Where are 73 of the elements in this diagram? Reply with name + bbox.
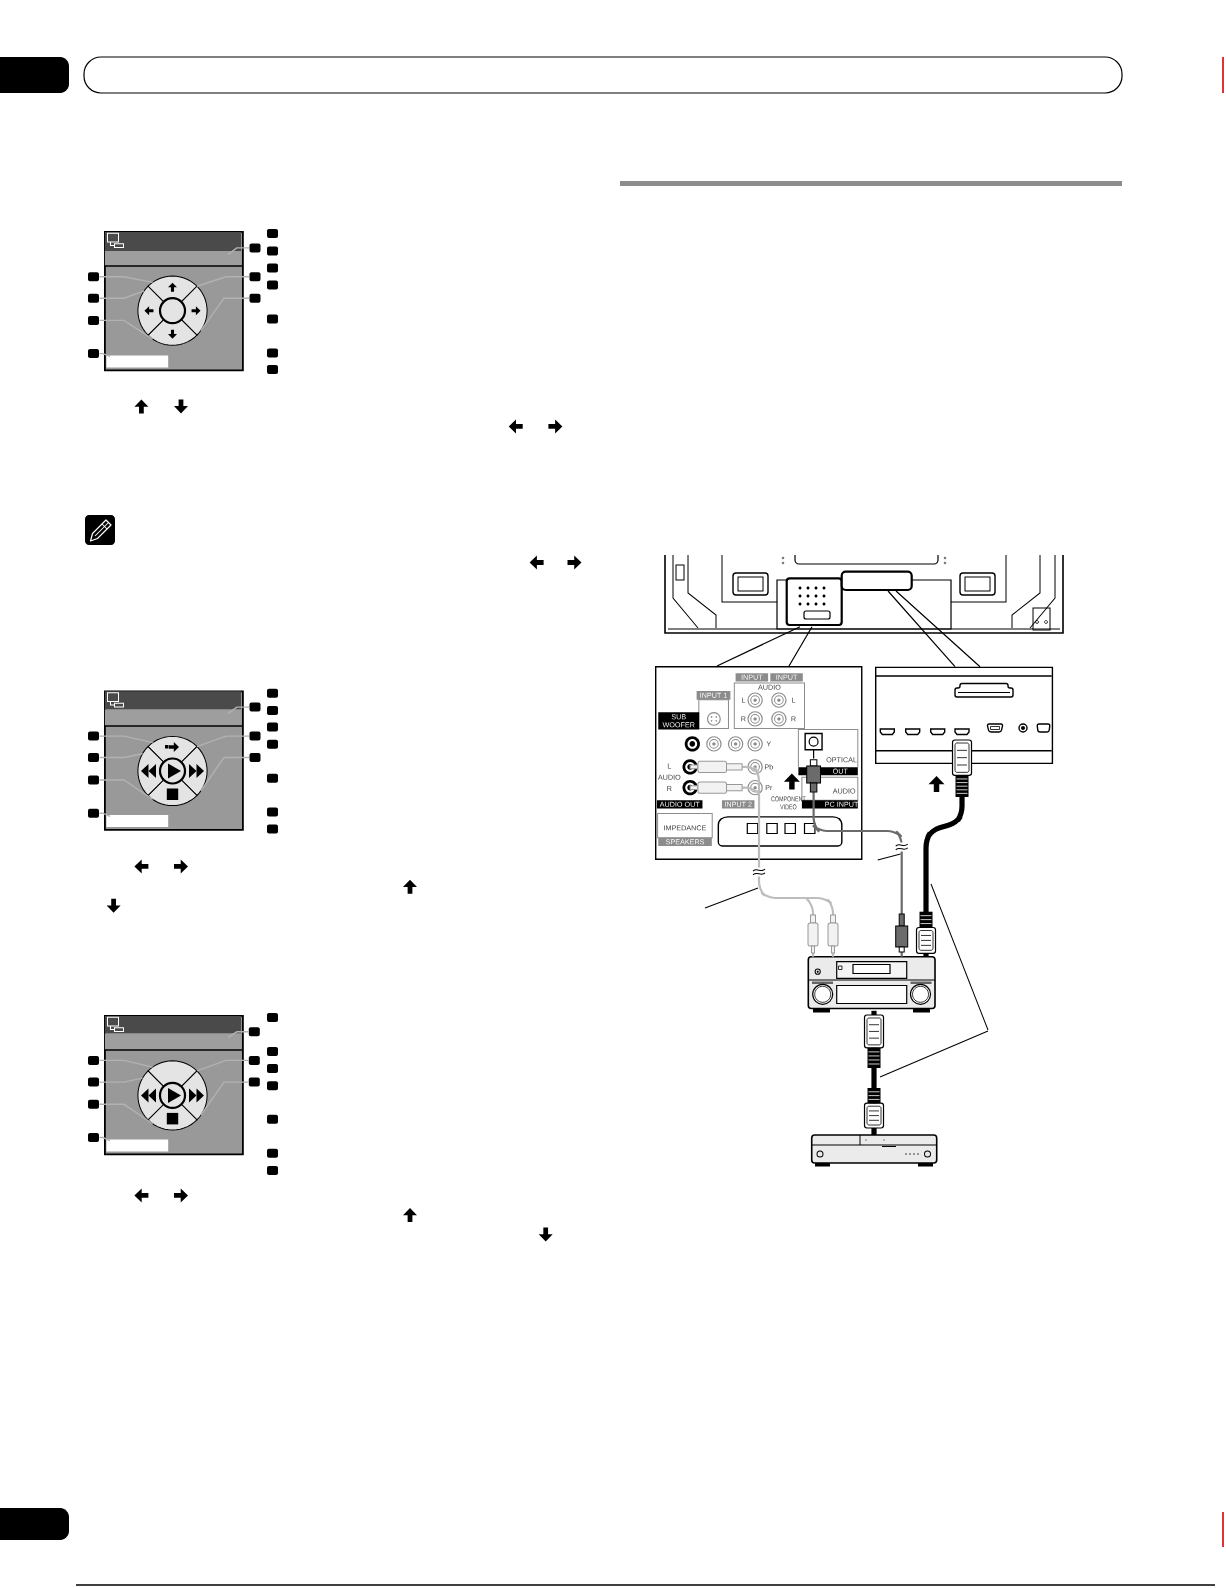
- leader-line: [200, 297, 250, 332]
- leader-line: [227, 706, 250, 715]
- callout-marker: [88, 1055, 99, 1065]
- callout-marker: [88, 293, 99, 303]
- av-receiver: [807, 955, 936, 1013]
- leader-line: [98, 1103, 154, 1125]
- callout-marker: [88, 1099, 99, 1109]
- callout-marker: [267, 314, 278, 324]
- callout-marker: [249, 731, 261, 741]
- leader-line: [196, 735, 250, 748]
- callout-marker: [267, 807, 278, 817]
- callout-marker: [267, 1046, 278, 1056]
- leader-line: [98, 1077, 144, 1083]
- leader-line: [98, 812, 111, 818]
- leader-line: [98, 735, 154, 744]
- callout-marker: [267, 1148, 278, 1158]
- callout-marker: [248, 1077, 260, 1087]
- tv-rear-panel: [664, 554, 1064, 634]
- callout-marker: [88, 1077, 99, 1087]
- callout-marker: [267, 365, 278, 375]
- leader-line: [98, 1059, 154, 1068]
- callout-marker: [248, 1055, 260, 1065]
- callout-marker: [267, 722, 278, 732]
- callout-marker: [267, 688, 278, 698]
- callout-marker: [267, 824, 278, 834]
- callout-marker: [267, 1114, 278, 1124]
- callout-marker: [88, 272, 99, 282]
- callout-marker: [88, 349, 99, 359]
- callout-marker: [267, 246, 278, 256]
- leader-line: [200, 756, 250, 792]
- callout-marker: [267, 1081, 278, 1091]
- callout-marker: [249, 243, 261, 253]
- hdmi-cable: [863, 1010, 885, 1135]
- leader-line: [98, 1136, 111, 1142]
- callout-marker: [267, 705, 278, 715]
- callout-marker: [248, 1027, 260, 1037]
- leader-line: [227, 247, 250, 256]
- terminal-panel: [874, 666, 1054, 765]
- leader-line: [98, 753, 144, 759]
- leader-line: [200, 1081, 250, 1116]
- zoom-line: [716, 626, 813, 667]
- callout-marker: [267, 739, 278, 749]
- leader-line: [98, 779, 154, 801]
- callout-marker: [267, 1013, 278, 1022]
- leader-line: [196, 1059, 250, 1072]
- callout-marker: [88, 731, 99, 741]
- callout-marker: [267, 773, 278, 783]
- callout-marker: [249, 272, 261, 282]
- leader-line: [98, 352, 111, 358]
- callout-marker: [267, 1064, 278, 1074]
- callout-marker: [267, 1165, 278, 1175]
- callout-marker: [267, 263, 278, 273]
- audio-cable: [741, 765, 835, 958]
- leader-line: [98, 276, 154, 284]
- callout-marker: [249, 702, 261, 712]
- callout-marker: [267, 280, 278, 290]
- callout-marker: [88, 808, 99, 818]
- callout-marker: [249, 293, 261, 303]
- hdmi-cable: [915, 739, 973, 957]
- callout-marker: [88, 1133, 99, 1142]
- optical-cable: [806, 759, 909, 957]
- callout-marker: [267, 229, 278, 239]
- callout-marker: [249, 753, 261, 762]
- callout-marker: [88, 775, 99, 785]
- callout-marker: [88, 753, 99, 762]
- leader-line: [227, 1031, 250, 1039]
- disc-player: [810, 1134, 938, 1167]
- zoom-line: [887, 590, 981, 668]
- callout-marker: [267, 348, 278, 358]
- callout-marker: [88, 315, 99, 325]
- leader-line: [98, 319, 154, 340]
- leader-line: [196, 276, 250, 287]
- leader-line: [98, 290, 145, 299]
